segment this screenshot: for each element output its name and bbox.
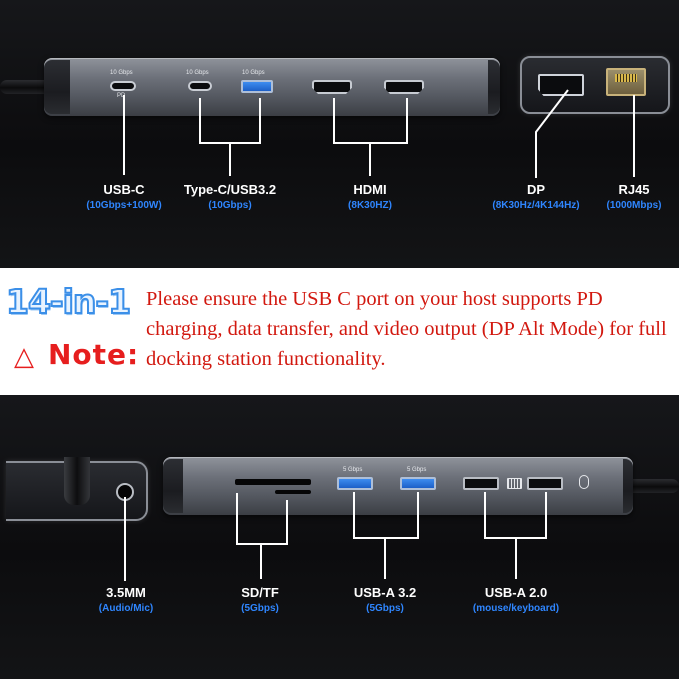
usb32-bracket-right <box>417 492 419 539</box>
usb-a-20-port-1 <box>463 477 499 490</box>
audio-title: 3.5MM <box>106 585 146 600</box>
usb32-bracket-bottom <box>353 537 419 539</box>
usb20-bracket-stem <box>515 537 517 579</box>
usb-c-subtitle: (10Gbps+100W) <box>86 200 162 211</box>
rj45-port <box>606 68 646 96</box>
usb32-speed-label: 10 Gbps <box>242 70 265 76</box>
bottom-panel: 5 Gbps 5 Gbps 3.5MM (Audio/Mic) SD/TF (5… <box>0 395 679 679</box>
bottom-hub: 5 Gbps 5 Gbps <box>163 457 633 515</box>
audio-leader <box>124 497 126 581</box>
hdmi-port-1 <box>312 80 352 94</box>
usb-a-20-subtitle: (mouse/keyboard) <box>472 603 560 614</box>
usb-a-32-port-2 <box>400 477 436 490</box>
dp-title: DP <box>526 182 546 197</box>
rj45-contacts <box>615 74 637 82</box>
audio-subtitle: (Audio/Mic) <box>98 603 154 614</box>
usb-c-title: USB-C <box>103 182 145 197</box>
hdmi-subtitle: (8K30HZ) <box>348 200 392 211</box>
type-c-bracket-stem <box>229 142 231 176</box>
usb-a-32-speed-label-2: 5 Gbps <box>407 467 427 473</box>
hdmi-port-2 <box>384 80 424 94</box>
usb-a-20-title: USB-A 2.0 <box>484 585 548 600</box>
fourteen-in-one-badge: 14-in-1 <box>5 281 132 322</box>
audio-cable-stub <box>64 457 90 505</box>
sd-bracket-left <box>236 493 238 545</box>
type-c-speed-label: 10 Gbps <box>186 70 209 76</box>
sd-bracket-right <box>286 500 288 545</box>
sd-bracket-stem <box>260 543 262 579</box>
usb-a-32-port-1 <box>337 477 373 490</box>
usb-a-32-subtitle: (5Gbps) <box>366 603 404 614</box>
usb32-bracket-left <box>353 492 355 539</box>
warning-triangle-icon: △ <box>14 342 34 372</box>
audio-end-view <box>6 457 148 521</box>
sd-tf-title: SD/TF <box>241 585 279 600</box>
sd-bracket-bottom <box>236 543 288 545</box>
sd-tf-subtitle: (5Gbps) <box>241 603 279 614</box>
top-panel: 10 Gbps PD 10 Gbps 10 Gbps <box>0 0 679 268</box>
type-c-title: Type-C/USB3.2 <box>183 182 277 197</box>
usb-a-32-port <box>241 80 273 93</box>
note-label: Note: <box>48 338 140 371</box>
tf-card-slot <box>275 490 311 494</box>
usb-c-pd-port <box>110 81 136 91</box>
dp-subtitle: (8K30Hz/4K144Hz) <box>492 200 580 211</box>
rj45-subtitle: (1000Mbps) <box>606 200 662 211</box>
usb32-bracket-stem <box>384 537 386 579</box>
hdmi-bracket-right <box>406 98 408 144</box>
bottom-hub-end-cap <box>623 459 633 513</box>
sd-card-slot <box>235 479 311 485</box>
displayport-port <box>538 74 584 96</box>
keyboard-icon <box>507 478 522 489</box>
usb20-bracket-right <box>545 492 547 539</box>
type-c-bracket-left <box>199 98 201 144</box>
pd-mark: PD <box>117 93 126 99</box>
usb-a-32-title: USB-A 3.2 <box>353 585 417 600</box>
usb-c-leader <box>123 95 125 175</box>
hdmi-title: HDMI <box>353 182 387 197</box>
type-c-bracket-right <box>259 98 261 144</box>
mouse-icon <box>579 475 589 489</box>
type-c-subtitle: (10Gbps) <box>208 200 252 211</box>
top-hub-end-cap <box>488 60 500 114</box>
bottom-hub-end-cap <box>163 459 183 513</box>
note-banner <box>0 268 679 395</box>
rj45-leader <box>633 95 635 177</box>
note-text: Please ensure the USB C port on your hos… <box>146 288 667 370</box>
dp-leader <box>535 89 569 178</box>
dp-rj45-end-view <box>520 56 670 114</box>
hdmi-bracket-stem <box>369 142 371 176</box>
rj45-title: RJ45 <box>618 182 650 197</box>
top-hub: 10 Gbps PD 10 Gbps 10 Gbps <box>44 58 500 116</box>
hdmi-bracket-left <box>333 98 335 144</box>
top-hub-end-cap <box>44 60 70 114</box>
usb-a-32-speed-label-1: 5 Gbps <box>343 467 363 473</box>
type-c-port <box>188 81 212 91</box>
usb20-bracket-left <box>484 492 486 539</box>
usb-c-speed-label: 10 Gbps <box>110 70 133 76</box>
usb-a-20-port-2 <box>527 477 563 490</box>
